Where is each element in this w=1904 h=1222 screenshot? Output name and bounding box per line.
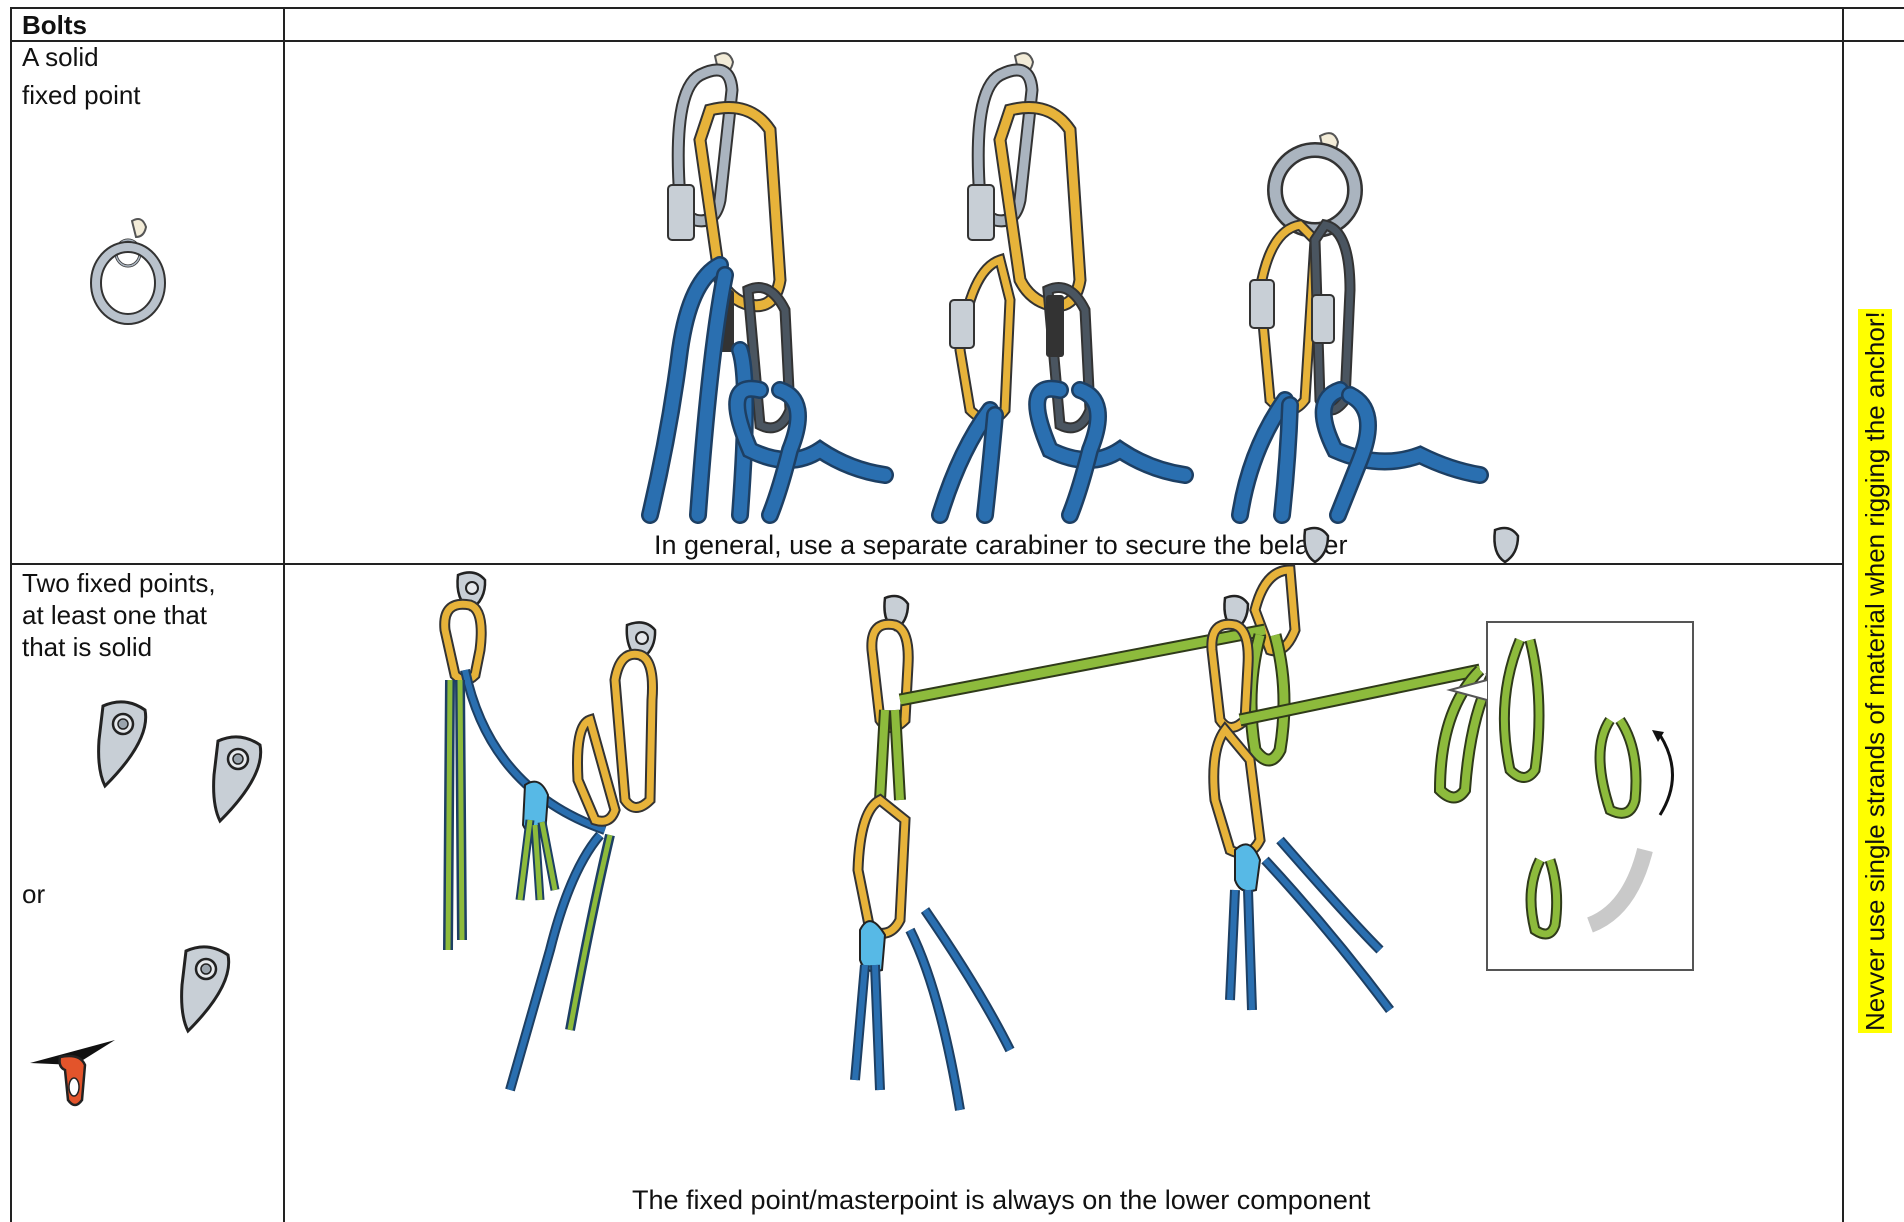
row2-label-line1: Two fixed points,: [22, 566, 216, 600]
anchor-variant-2: [940, 53, 1185, 515]
two-point-variant-c: [1212, 528, 1693, 1010]
row2-or-label: or: [22, 877, 45, 911]
border-col1: [283, 7, 285, 1222]
border-header-bottom: [10, 40, 1904, 42]
hanger-bolt-icon: [95, 700, 155, 790]
hanger-bolt-icon-2: [210, 735, 270, 825]
border-left: [10, 7, 12, 1222]
anchor-variant-1: [650, 53, 885, 515]
border-col2: [1842, 7, 1844, 1222]
side-warning-text: Nevver use single strands of material wh…: [1858, 309, 1892, 1033]
row1-label-line2: fixed point: [22, 78, 141, 112]
table-header-bolts: Bolts: [22, 8, 87, 42]
row2-label-line2: at least one that: [22, 598, 207, 632]
piton-icon: [30, 1035, 120, 1110]
hanger-bolt-icon-3: [178, 945, 238, 1035]
border-top: [10, 7, 1904, 9]
border-row-divider: [10, 563, 1844, 565]
ring-bolt-icon: [90, 215, 170, 325]
single-point-anchor-illustration: [620, 50, 1520, 525]
side-warning: Nevver use single strands of material wh…: [1855, 178, 1895, 1033]
two-point-anchor-illustration: [430, 570, 1750, 1180]
row2-label-line3: that is solid: [22, 630, 152, 664]
anchor-variant-3: [1240, 133, 1480, 515]
row2-caption: The fixed point/masterpoint is always on…: [632, 1184, 1370, 1216]
two-point-variant-a: [445, 572, 655, 1090]
row1-caption: In general, use a separate carabiner to …: [654, 529, 1347, 561]
row1-label-line1: A solid: [22, 40, 99, 74]
